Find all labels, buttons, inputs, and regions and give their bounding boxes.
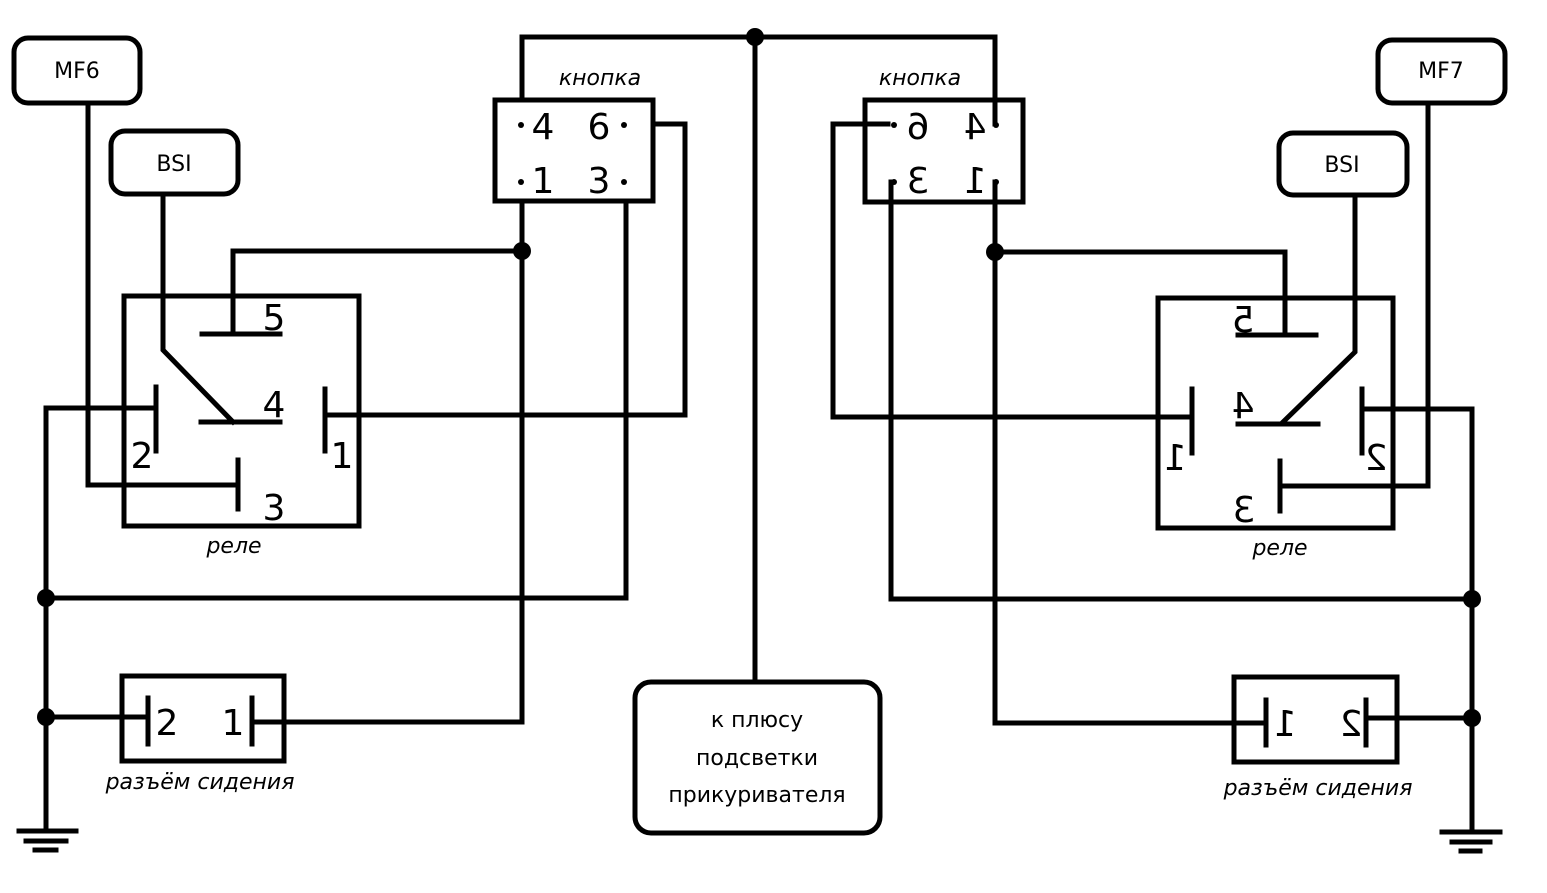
left-ground-icon	[16, 828, 79, 853]
left-relay-pin-1: 1	[331, 436, 354, 477]
right-mf-label: MF7	[1418, 59, 1464, 84]
left-relay-label: реле	[205, 534, 261, 559]
left-wires	[43, 34, 998, 833]
left-seat-connector: 2 1 разъём сидения	[105, 673, 295, 795]
left-connector-pin-2: 2	[156, 703, 179, 744]
left-junctions	[37, 28, 764, 726]
right-relay: 5 4 2 1 3 реле	[1155, 295, 1396, 561]
right-button: кнопка 4 6 1 3	[862, 66, 1026, 205]
right-relay-pin-2: 2	[1365, 438, 1388, 479]
left-button-label: кнопка	[559, 66, 641, 91]
left-button-pin-4: 4	[532, 107, 555, 148]
right-mf-module: MF7	[1375, 37, 1508, 106]
left-relay-pin-2: 2	[131, 436, 154, 477]
left-button-pin-1: 1	[532, 161, 555, 202]
supply-line-3: прикуривателя	[668, 783, 845, 808]
right-connector-label: разъём сидения	[1223, 776, 1413, 801]
right-button-pin-1: 1	[964, 161, 987, 202]
left-relay-pin-3: 3	[263, 488, 286, 529]
left-mf-module: MF6	[11, 35, 143, 106]
right-junctions	[986, 243, 1481, 727]
right-relay-pin-3: 3	[1233, 490, 1256, 531]
right-wires	[830, 100, 1475, 833]
left-relay-pin-4: 4	[263, 385, 286, 426]
right-seat-connector: 1 2 разъём сидения	[1223, 674, 1413, 801]
right-bsi-label: BSI	[1324, 153, 1359, 178]
left-relay: 5 4 2 1 3 реле	[121, 293, 362, 559]
left-relay-pin-5: 5	[263, 298, 286, 339]
right-button-pin-3: 3	[907, 161, 930, 202]
right-relay-pin-4: 4	[1232, 386, 1255, 427]
lighter-backlight-supply: к плюсу подсветки прикуривателя	[632, 679, 883, 836]
left-connector-pin-1: 1	[222, 703, 245, 744]
left-button-pin-6: 6	[588, 107, 611, 148]
right-relay-pin-1: 1	[1164, 438, 1187, 479]
left-button: кнопка 4 6 1 3	[492, 66, 656, 204]
right-button-pin-6: 6	[907, 107, 930, 148]
left-bsi-label: BSI	[156, 152, 191, 177]
right-connector-pin-2: 2	[1340, 704, 1363, 745]
right-relay-label: реле	[1251, 536, 1307, 561]
supply-line-1: к плюсу	[711, 708, 803, 733]
right-button-label: кнопка	[879, 66, 961, 91]
left-bsi-module: BSI	[108, 128, 241, 197]
left-mf-label: MF6	[54, 59, 100, 84]
supply-line-2: подсветки	[696, 746, 818, 771]
left-button-pin-3: 3	[588, 161, 611, 202]
right-button-pin-4: 4	[964, 107, 987, 148]
right-relay-pin-5: 5	[1232, 300, 1255, 341]
right-connector-pin-1: 1	[1274, 704, 1297, 745]
right-ground-icon	[1439, 829, 1503, 854]
right-bsi-module: BSI	[1276, 130, 1410, 198]
left-connector-label: разъём сидения	[105, 770, 295, 795]
